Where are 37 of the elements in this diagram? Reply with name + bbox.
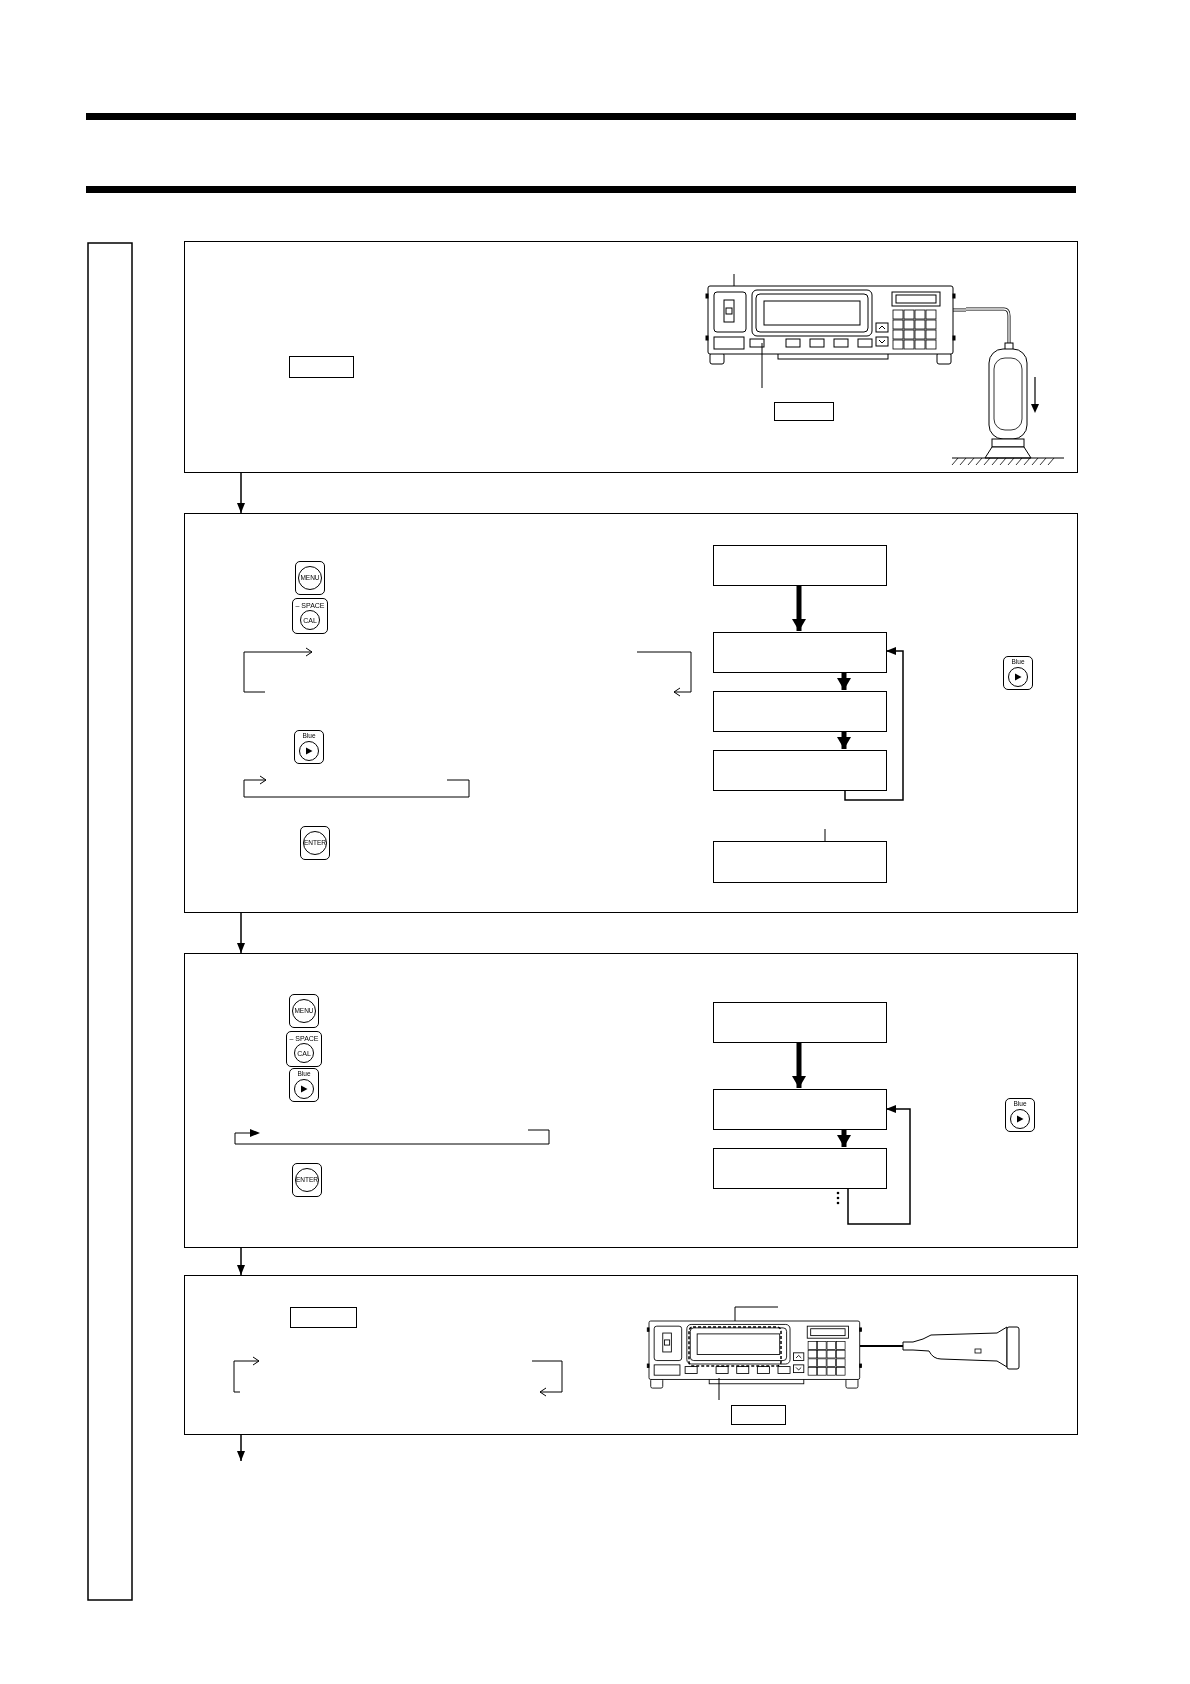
connector-arrow — [847, 1105, 911, 1225]
display-window — [713, 632, 887, 673]
key-drawing — [292, 598, 328, 634]
connector-arrow — [237, 912, 245, 954]
block-arrow — [792, 585, 806, 631]
step-panel — [184, 953, 1078, 1248]
key-drawing — [286, 1031, 322, 1067]
key-drawing — [295, 561, 325, 595]
block-arrow — [837, 1129, 851, 1147]
step-panel — [184, 1275, 1078, 1435]
key-drawing — [1005, 1098, 1035, 1132]
key-drawing — [300, 826, 330, 860]
block-arrow — [837, 731, 851, 749]
key-drawing — [292, 1163, 322, 1197]
connector-arrow — [237, 1434, 245, 1462]
blank-label-box — [289, 356, 354, 378]
display-window — [713, 750, 887, 791]
blank-label-box — [774, 402, 834, 421]
connector-arrow — [237, 1247, 245, 1276]
display-window — [713, 1002, 887, 1043]
block-arrow — [792, 1042, 806, 1088]
connector-arrow — [844, 647, 904, 801]
display-window — [713, 841, 887, 883]
display-window — [713, 1148, 887, 1189]
block-arrow — [837, 672, 851, 690]
display-window — [713, 545, 887, 586]
key-drawing — [289, 1068, 319, 1102]
key-drawing — [289, 994, 319, 1028]
step-panel — [184, 513, 1078, 913]
blank-label-box — [290, 1307, 357, 1328]
step-panel — [184, 241, 1078, 473]
blank-label-box — [731, 1405, 786, 1425]
display-window — [713, 1089, 887, 1130]
display-window — [713, 691, 887, 732]
key-drawing — [1003, 656, 1033, 690]
key-drawing — [294, 730, 324, 764]
connector-arrow — [237, 472, 245, 514]
